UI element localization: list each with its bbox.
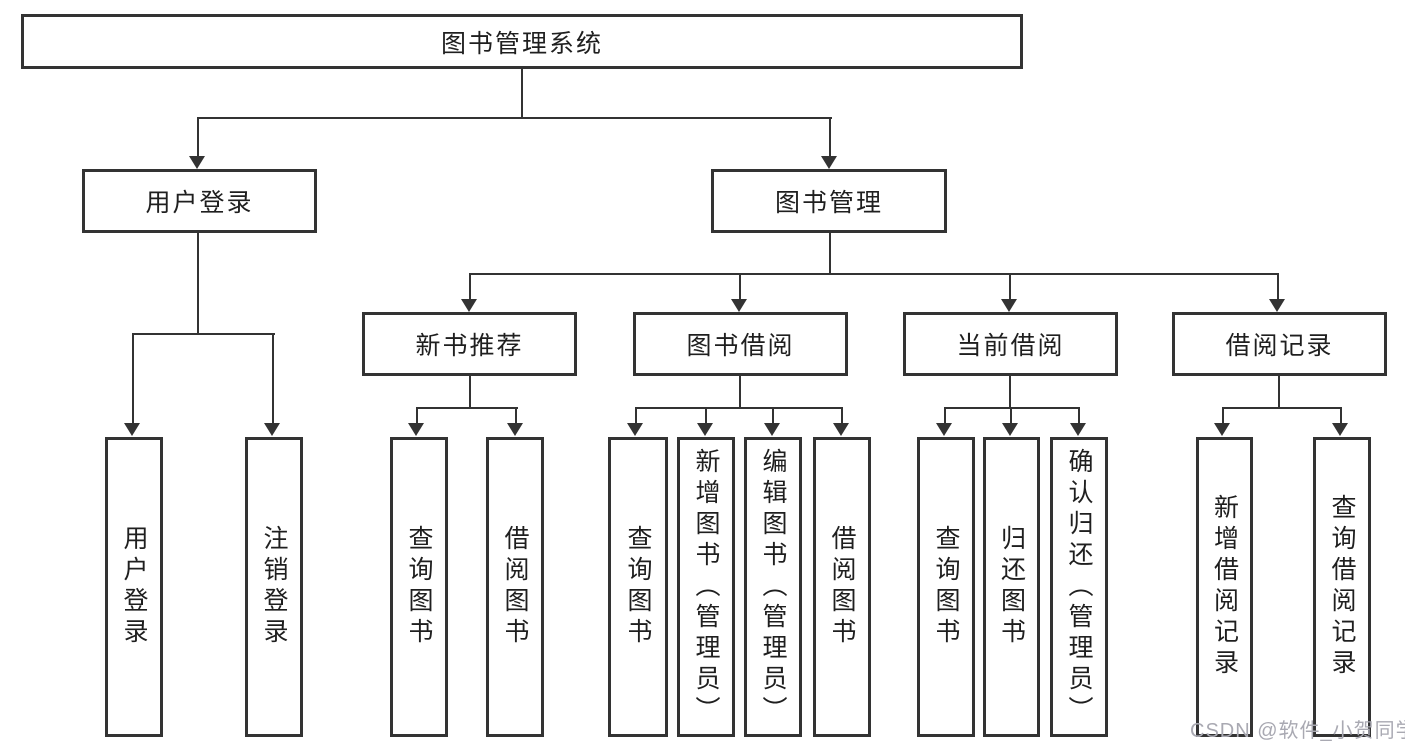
arrowhead-borrowing — [731, 299, 747, 312]
arrowhead — [1002, 423, 1018, 436]
arrowhead — [507, 423, 523, 436]
leaf-return-book: 归还图书 — [983, 437, 1040, 737]
connector-drop — [1222, 407, 1224, 424]
connector-records-stem — [1278, 376, 1280, 407]
connector-drop — [416, 407, 418, 424]
leaf-user-login: 用户登录 — [105, 437, 163, 737]
arrowhead-records — [1269, 299, 1285, 312]
arrowhead — [697, 423, 713, 436]
connector-drop-borrowing — [739, 273, 741, 300]
leaf-borrow-books-1: 借阅图书 — [486, 437, 544, 737]
arrowhead — [1332, 423, 1348, 436]
connector-drop-current — [1009, 273, 1011, 300]
connector-l2-rail — [469, 273, 1279, 275]
arrowhead-user-login — [189, 156, 205, 169]
connector-drop — [515, 407, 517, 424]
connector-drop-leaf-logout — [272, 333, 274, 424]
arrowhead-current — [1001, 299, 1017, 312]
arrowhead-book-mgmt — [821, 156, 837, 169]
arrowhead — [764, 423, 780, 436]
leaf-edit-book-admin: 编辑图书（管理员） — [744, 437, 802, 737]
connector-book-mgmt-stem — [829, 233, 831, 273]
arrowhead — [627, 423, 643, 436]
node-new-books: 新书推荐 — [362, 312, 577, 376]
arrowhead-new-books — [461, 299, 477, 312]
leaf-query-borrow-record: 查询借阅记录 — [1313, 437, 1371, 737]
leaf-query-books-1: 查询图书 — [390, 437, 448, 737]
node-borrowing: 图书借阅 — [633, 312, 848, 376]
arrowhead — [833, 423, 849, 436]
connector-drop — [1340, 407, 1342, 424]
connector-drop — [1078, 407, 1080, 424]
connector-current-stem — [1009, 376, 1011, 407]
node-user-login: 用户登录 — [82, 169, 317, 233]
connector-drop — [772, 407, 774, 424]
connector-drop — [635, 407, 637, 424]
node-book-mgmt: 图书管理 — [711, 169, 947, 233]
leaf-borrow-books-2: 借阅图书 — [813, 437, 871, 737]
leaf-confirm-return-admin: 确认归还（管理员） — [1050, 437, 1108, 737]
connector-new-books-rail — [416, 407, 518, 409]
connector-root-stem — [521, 69, 523, 117]
arrowhead-leaf-logout — [264, 423, 280, 436]
node-current: 当前借阅 — [903, 312, 1118, 376]
connector-drop — [1010, 407, 1012, 424]
connector-drop-book-mgmt — [829, 117, 831, 157]
connector-drop-leaf-login — [132, 333, 134, 424]
arrowhead — [1070, 423, 1086, 436]
csdn-watermark: CSDN @软件_小贺同学 — [1190, 720, 1405, 742]
connector-drop — [841, 407, 843, 424]
arrowhead — [408, 423, 424, 436]
connector-drop-new-books — [469, 273, 471, 300]
connector-drop — [705, 407, 707, 424]
arrowhead-leaf-login — [124, 423, 140, 436]
connector-l1-rail — [197, 117, 832, 119]
leaf-logout: 注销登录 — [245, 437, 303, 737]
leaf-add-borrow-record: 新增借阅记录 — [1196, 437, 1253, 737]
node-records: 借阅记录 — [1172, 312, 1387, 376]
node-root: 图书管理系统 — [21, 14, 1023, 69]
arrowhead — [1214, 423, 1230, 436]
connector-user-login-rail — [132, 333, 275, 335]
leaf-add-book-admin: 新增图书（管理员） — [677, 437, 735, 737]
connector-drop — [944, 407, 946, 424]
leaf-query-books-2: 查询图书 — [608, 437, 668, 737]
connector-borrowing-stem — [739, 376, 741, 407]
connector-borrowing-rail — [635, 407, 843, 409]
connector-user-login-stem — [197, 233, 199, 333]
connector-current-rail — [944, 407, 1080, 409]
connector-drop-records — [1277, 273, 1279, 300]
leaf-query-books-3: 查询图书 — [917, 437, 975, 737]
connector-drop-user-login — [197, 117, 199, 157]
arrowhead — [936, 423, 952, 436]
connector-new-books-stem — [469, 376, 471, 407]
connector-records-rail — [1222, 407, 1342, 409]
